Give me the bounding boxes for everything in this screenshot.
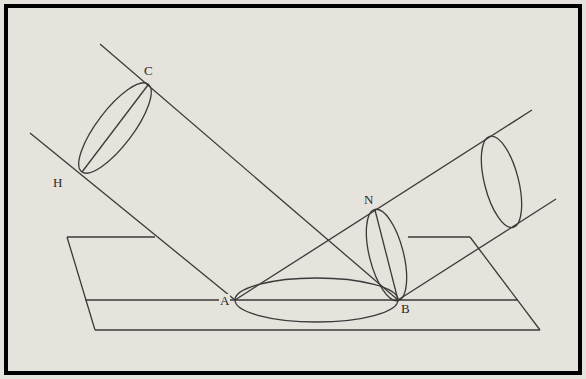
incident-ray bbox=[30, 133, 235, 300]
plane-line bbox=[85, 299, 518, 300]
point-label: H bbox=[52, 176, 63, 190]
frame bbox=[6, 6, 580, 373]
diameter bbox=[82, 85, 148, 172]
point-label: C bbox=[143, 64, 154, 78]
plane-section bbox=[235, 278, 398, 322]
reflected-ray bbox=[398, 199, 556, 300]
point-label: A bbox=[219, 294, 230, 308]
cross-section bbox=[473, 132, 529, 231]
diameter bbox=[375, 210, 398, 300]
point-label: N bbox=[363, 193, 374, 207]
cross-section bbox=[358, 205, 414, 304]
plane-edge bbox=[67, 236, 155, 237]
point-label: B bbox=[400, 302, 411, 316]
reflected-ray bbox=[235, 110, 532, 300]
cross-section bbox=[67, 73, 162, 182]
plane-edge bbox=[470, 237, 540, 330]
plane-edge bbox=[67, 237, 95, 330]
plane-edge bbox=[408, 236, 470, 237]
plane-edge bbox=[95, 329, 540, 330]
